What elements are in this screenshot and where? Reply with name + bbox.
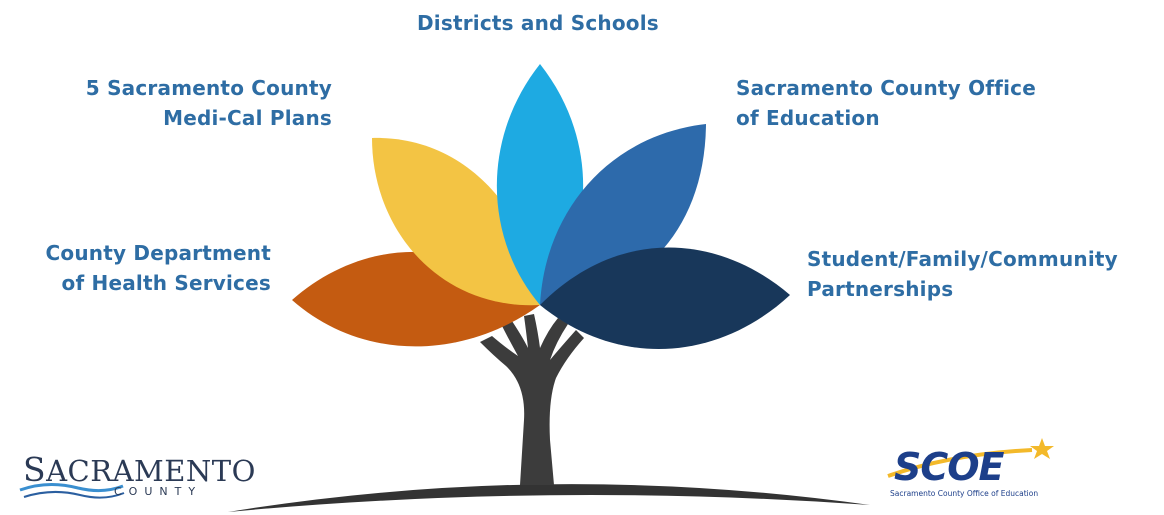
ground-arc bbox=[228, 484, 870, 512]
sacramento-logo-initial: S bbox=[23, 450, 47, 489]
petal-partners bbox=[540, 247, 790, 350]
label-health: County Department of Health Services bbox=[46, 238, 271, 298]
label-partners-line2: Partnerships bbox=[807, 277, 954, 301]
sacramento-county-logo: SACRAMENTO COUNTY bbox=[18, 448, 255, 503]
sacramento-logo-wordmark: SACRAMENTO bbox=[23, 450, 256, 489]
label-partners: Student/Family/Community Partnerships bbox=[807, 244, 1118, 304]
petal-medical bbox=[372, 137, 540, 306]
label-health-line1: County Department bbox=[45, 241, 271, 265]
sacramento-logo-county: COUNTY bbox=[114, 485, 203, 498]
scoe-logo: SCOE Sacramento County Office of Educati… bbox=[882, 436, 1062, 502]
label-scoe-line2: of Education bbox=[736, 106, 880, 130]
label-partners-line1: Student/Family/Community bbox=[807, 247, 1118, 271]
petal-scoe bbox=[540, 124, 706, 305]
label-health-line2: of Health Services bbox=[61, 271, 271, 295]
scoe-logo-tagline: Sacramento County Office of Education bbox=[890, 489, 1039, 498]
label-districts: Districts and Schools bbox=[417, 8, 659, 38]
label-medical-line2: Medi-Cal Plans bbox=[163, 106, 332, 130]
label-districts-line1: Districts and Schools bbox=[417, 11, 659, 35]
scoe-logo-wordmark: SCOE bbox=[894, 445, 1005, 489]
tree-trunk bbox=[480, 314, 584, 485]
label-scoe-line1: Sacramento County Office bbox=[736, 76, 1036, 100]
river-wave-icon bbox=[19, 483, 125, 499]
label-medical: 5 Sacramento County Medi-Cal Plans bbox=[86, 73, 332, 133]
label-scoe: Sacramento County Office of Education bbox=[736, 73, 1036, 133]
label-medical-line1: 5 Sacramento County bbox=[85, 76, 332, 100]
sacramento-logo-rest: ACRAMENTO bbox=[46, 454, 256, 488]
swoosh-star-icon bbox=[887, 438, 1054, 478]
